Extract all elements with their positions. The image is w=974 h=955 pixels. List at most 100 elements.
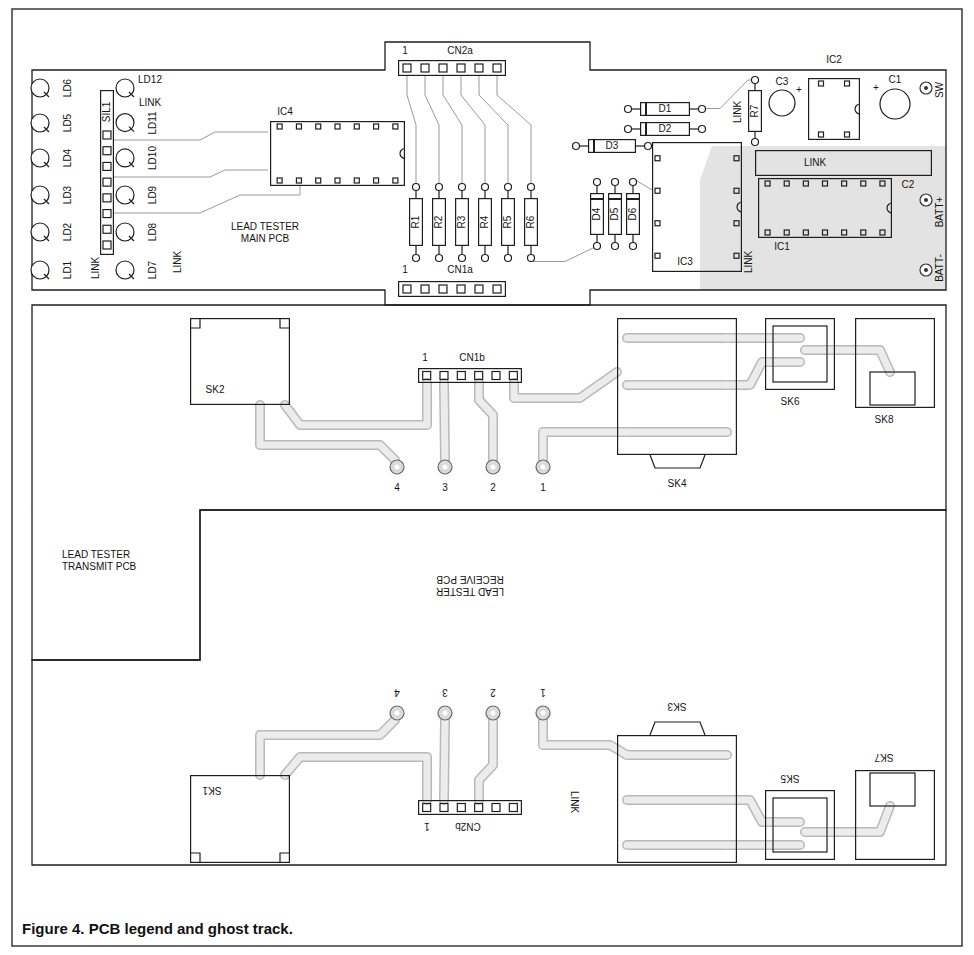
led-mark [44, 199, 49, 204]
reference-designator: SK8 [874, 415, 895, 425]
ghost-track [727, 842, 800, 849]
ic-pin [845, 81, 850, 86]
led-mark [129, 92, 134, 97]
sil-pin [103, 241, 111, 249]
resistor-body [479, 199, 492, 246]
ic-pin [655, 221, 660, 226]
socket-inner [870, 773, 915, 806]
pad-number: 2 [489, 687, 497, 697]
solder-pad [536, 706, 550, 720]
ghost-track [727, 800, 800, 822]
header-pin [439, 64, 447, 72]
component-shape [855, 770, 935, 860]
terminal-label: SW [935, 81, 945, 99]
diode-outline: D4 [590, 193, 604, 235]
led-outline: LD6 [29, 74, 75, 102]
sil-body [101, 91, 114, 255]
led-body [31, 114, 49, 132]
ghost-track [627, 335, 727, 342]
ic-pin [765, 230, 770, 235]
pad-hole [443, 711, 448, 716]
resistor-outline: R6 [524, 198, 538, 246]
led-mark [129, 162, 134, 167]
ic-outline: IC1 [758, 178, 892, 238]
pad-hole [395, 465, 400, 470]
ghost-track-edge [260, 405, 395, 460]
thin-track [479, 76, 508, 184]
board-outline [32, 510, 946, 865]
thin-track [497, 76, 531, 184]
ic-notch [887, 203, 892, 213]
ghost-track-edge [627, 380, 727, 390]
ghost-track-edge [627, 840, 727, 850]
diode-outline: D6 [626, 193, 640, 235]
ic-pin [734, 221, 739, 226]
socket-latch [650, 455, 705, 468]
ghost-track-edge [627, 427, 727, 437]
header-pin [492, 372, 500, 380]
reference-designator: LD11 [148, 110, 158, 135]
ghost-track [627, 752, 727, 759]
link-label: LINK [138, 98, 162, 108]
reference-designator: SK2 [205, 385, 226, 395]
solder-pad [612, 243, 619, 250]
solder-pad [699, 105, 706, 112]
resistor-body [433, 199, 446, 246]
header-pin [423, 372, 431, 380]
diode-outline: D2 [640, 122, 690, 136]
solder-pad [625, 105, 632, 112]
header-pin [475, 372, 483, 380]
header-pin [475, 285, 483, 293]
diode-body [609, 194, 622, 235]
header-pin [492, 804, 500, 812]
component-shape [765, 790, 835, 860]
ghost-track [805, 350, 890, 372]
socket-latch [650, 722, 705, 735]
header-body [419, 369, 522, 383]
solder-pad [390, 460, 404, 474]
ghost-track [543, 720, 627, 755]
reference-designator: LD9 [148, 185, 158, 205]
header-pin [421, 285, 429, 293]
ic-pin [277, 178, 282, 183]
ghost-track [627, 797, 727, 804]
ic-pin [655, 253, 660, 258]
ghost-track-edge [727, 333, 800, 343]
reference-designator: IC2 [825, 55, 843, 65]
led-body [116, 114, 134, 132]
pad-hole [395, 711, 400, 716]
led-body [31, 149, 49, 167]
solder-pad [752, 139, 759, 146]
reference-designator: R4 [480, 215, 490, 230]
ic-pin [880, 230, 885, 235]
led-body [31, 223, 49, 241]
sil-header-outline: SIL1 [100, 90, 114, 255]
socket-body [191, 319, 290, 405]
led-outline: LD8 [114, 218, 160, 246]
board-title: LEAD TESTER RECEIVE PCB [429, 574, 511, 597]
led-body [31, 261, 49, 279]
ghost-track-edge [479, 383, 493, 460]
ic-outline: IC2 [808, 78, 860, 140]
resistor-outline: R4 [478, 198, 492, 246]
ic-pin [734, 253, 739, 258]
sil-pin [103, 131, 111, 139]
led-body [31, 186, 49, 204]
reference-designator: SK4 [667, 479, 688, 489]
led-outline: LD2 [29, 218, 75, 246]
pin-marker: 1 [423, 821, 431, 831]
capacitor-body [769, 90, 795, 116]
resistor-body [525, 199, 538, 246]
ic-pin [803, 181, 808, 186]
component-shape [755, 150, 932, 176]
ic-pin [842, 181, 847, 186]
ic-pin [374, 124, 379, 129]
ic-pin [819, 81, 824, 86]
ghost-track-edge [260, 720, 395, 775]
socket-body [856, 319, 935, 408]
solder-pad [630, 243, 637, 250]
ic-pin [374, 178, 379, 183]
socket-outline: SK1 [190, 775, 290, 863]
header-body [419, 801, 522, 815]
reference-designator: C1 [888, 75, 903, 85]
